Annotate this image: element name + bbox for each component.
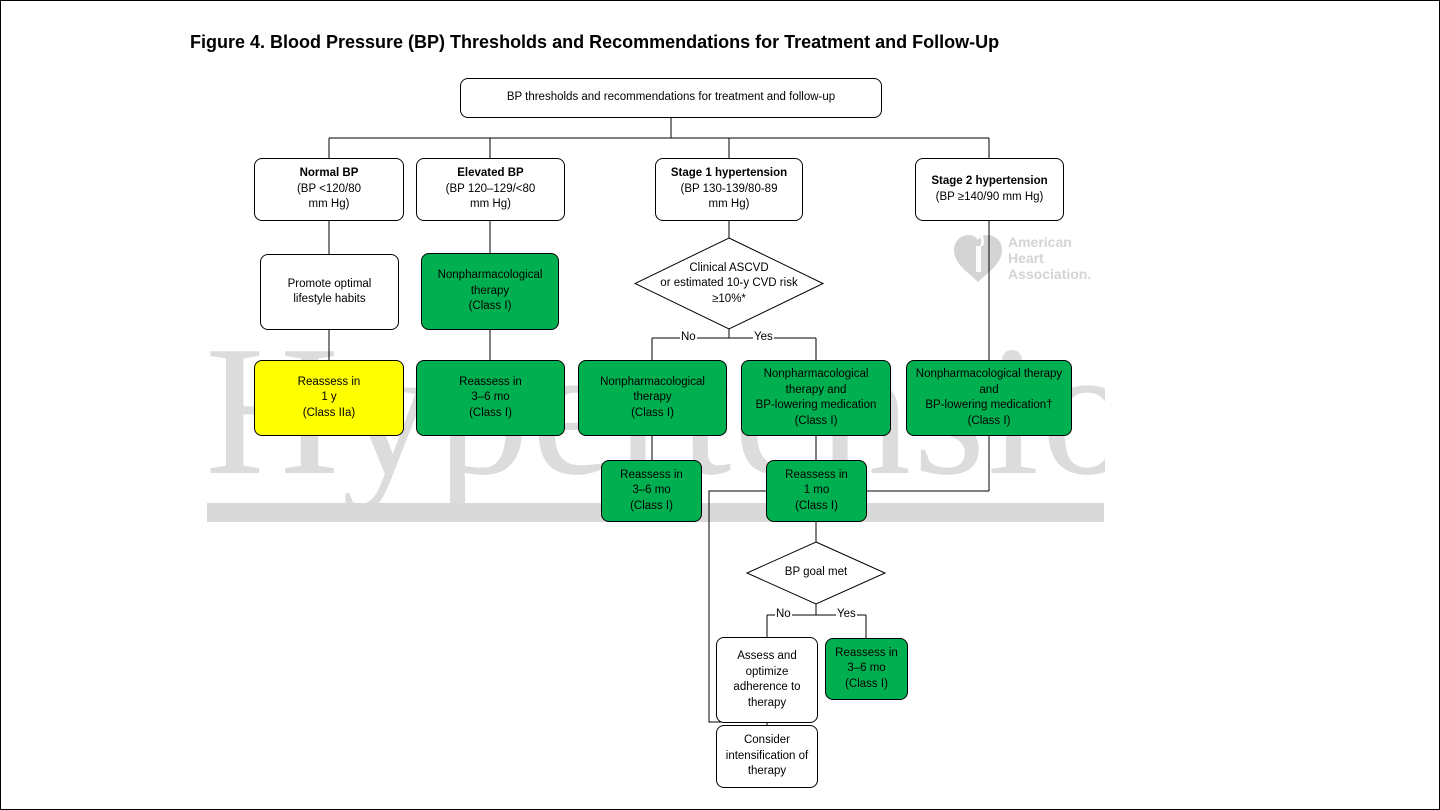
edge-label-no-goal: No	[775, 608, 792, 621]
nonpharm-elevated-class: (Class I)	[468, 300, 512, 313]
nonpharm-elevated-node: Nonpharmacological therapy (Class I)	[421, 253, 559, 330]
reassess-goal-node: Reassess in 3–6 mo (Class I)	[825, 638, 908, 700]
promote-lifestyle-node: Promote optimal lifestyle habits	[260, 254, 399, 330]
promote-line-2: lifestyle habits	[293, 293, 366, 305]
elevated-bp-range: (BP 120–129/<80	[445, 182, 536, 195]
adherence-line-1: Assess and	[737, 650, 797, 662]
nonpharm-med-stage2-line-3: BP-lowering medication†	[925, 399, 1053, 411]
reassess-normal-line-1: Reassess in	[297, 375, 361, 388]
nonpharm-no-node: Nonpharmacological therapy (Class I)	[578, 360, 727, 436]
stage1-range: (BP 130-139/80-89	[680, 182, 778, 195]
ascvd-line-1: Clinical ASCVD	[689, 261, 769, 274]
edge-label-yes-ascvd: Yes	[753, 331, 774, 344]
intensify-line-3: therapy	[747, 765, 787, 778]
goal-decision: BP goal met	[766, 565, 866, 581]
ascvd-line-2: or estimated 10-y CVD risk	[660, 277, 798, 290]
reassess-no-node: Reassess in 3–6 mo (Class I)	[601, 460, 702, 522]
nonpharm-med-stage2-line-1: Nonpharmacological therapy	[915, 368, 1063, 380]
reassess-1mo-line-1: Reassess in	[785, 468, 848, 481]
nonpharm-med-stage2-class: (Class I)	[967, 414, 1011, 427]
nonpharm-med-stage2-line-2: and	[979, 383, 999, 396]
normal-bp-title: Normal BP	[299, 167, 359, 180]
promote-line-1: Promote optimal	[287, 277, 372, 290]
reassess-goal-line-2: 3–6 mo	[847, 662, 886, 675]
stage1-title: Stage 1 hypertension	[670, 167, 788, 180]
reassess-normal-class: (Class IIa)	[302, 406, 356, 419]
nonpharm-med-stage2-node: Nonpharmacological therapy and BP-loweri…	[906, 360, 1072, 436]
nonpharm-elevated-line-2: therapy	[470, 284, 510, 297]
reassess-normal-line-2: 1 y	[321, 391, 337, 404]
reassess-elevated-class: (Class I)	[469, 406, 512, 419]
goal-decision-text: BP goal met	[784, 566, 848, 579]
elevated-bp-node: Elevated BP (BP 120–129/<80 mm Hg)	[416, 158, 565, 221]
adherence-node: Assess and optimize adherence to therapy	[716, 637, 818, 723]
stage2-node: Stage 2 hypertension (BP ≥140/90 mm Hg)	[915, 158, 1064, 221]
nonpharm-elevated-line-1: Nonpharmacological	[437, 269, 543, 282]
adherence-line-3: adherence to	[733, 681, 801, 693]
stage1-node: Stage 1 hypertension (BP 130-139/80-89 m…	[655, 158, 803, 221]
root-node-text: BP thresholds and recommendations for tr…	[506, 91, 836, 104]
normal-bp-node: Normal BP (BP <120/80 mm Hg)	[254, 158, 404, 221]
reassess-goal-class: (Class I)	[845, 677, 888, 690]
stage1-unit: mm Hg)	[708, 198, 750, 211]
edge-label-no-ascvd: No	[680, 331, 697, 344]
intensify-line-2: intensification of	[725, 749, 809, 762]
reassess-elevated-line-2: 3–6 mo	[471, 391, 510, 404]
stage2-range: (BP ≥140/90 mm Hg)	[935, 190, 1044, 203]
reassess-goal-line-1: Reassess in	[835, 646, 898, 659]
nonpharm-no-class: (Class I)	[631, 406, 674, 419]
reassess-elevated-node: Reassess in 3–6 mo (Class I)	[416, 360, 565, 436]
heart-torch-icon	[954, 230, 1002, 282]
stage2-title: Stage 2 hypertension	[931, 175, 1048, 187]
intensify-line-1: Consider	[743, 734, 791, 747]
nonpharm-med-yes-node: Nonpharmacological therapy and BP-loweri…	[741, 360, 891, 436]
reassess-no-line-2: 3–6 mo	[632, 484, 671, 497]
reassess-1mo-class: (Class I)	[795, 499, 838, 512]
normal-bp-range: (BP <120/80	[296, 182, 362, 195]
elevated-bp-unit: mm Hg)	[470, 198, 511, 211]
nonpharm-med-yes-line-2: therapy and	[785, 383, 847, 396]
root-node: BP thresholds and recommendations for tr…	[460, 78, 882, 118]
reassess-1mo-node: Reassess in 1 mo (Class I)	[766, 460, 867, 522]
reassess-elevated-line-1: Reassess in	[459, 375, 522, 388]
intensify-node: Consider intensification of therapy	[716, 725, 818, 788]
adherence-line-4: therapy	[747, 696, 787, 709]
ascvd-decision: Clinical ASCVD or estimated 10-y CVD ris…	[645, 259, 813, 309]
reassess-1mo-line-2: 1 mo	[803, 484, 830, 497]
adherence-line-2: optimize	[745, 665, 789, 678]
elevated-bp-title: Elevated BP	[457, 167, 524, 180]
nonpharm-med-yes-line-3: BP-lowering medication	[755, 399, 877, 411]
reassess-normal-node: Reassess in 1 y (Class IIa)	[254, 360, 404, 436]
nonpharm-no-line-1: Nonpharmacological	[600, 375, 705, 388]
nonpharm-med-yes-class: (Class I)	[794, 414, 838, 427]
nonpharm-no-line-2: therapy	[633, 391, 672, 404]
figure-title: Figure 4. Blood Pressure (BP) Thresholds…	[190, 32, 1000, 52]
ascvd-line-3: ≥10%*	[712, 292, 746, 305]
reassess-no-line-1: Reassess in	[620, 468, 683, 481]
nonpharm-med-yes-line-1: Nonpharmacological	[763, 368, 869, 380]
edge-label-yes-goal: Yes	[836, 608, 857, 621]
normal-bp-unit: mm Hg)	[308, 198, 350, 211]
reassess-no-class: (Class I)	[630, 499, 673, 512]
